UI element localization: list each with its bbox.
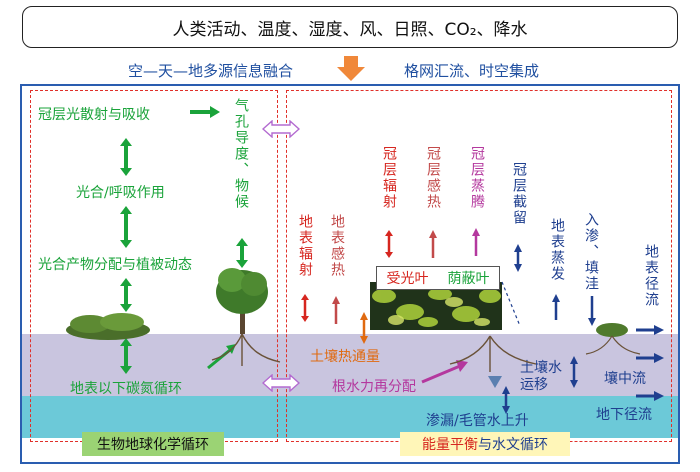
surface-evaporation-label: 地表蒸发 xyxy=(549,218,565,282)
canopy-radiation-label: 冠层辐射 xyxy=(381,146,397,210)
groundwater-layer xyxy=(22,396,678,438)
leaf-type-box: 受光叶 荫蔽叶 xyxy=(376,266,500,290)
sunlit-leaf-label: 受光叶 xyxy=(386,271,429,287)
exchange-arrow-top-icon xyxy=(262,120,300,138)
fusion-label: 空—天—地多源信息融合 xyxy=(128,62,294,80)
photosynthesis-label: 光合/呼吸作用 xyxy=(76,185,165,201)
groundwater-runoff-label: 地下径流 xyxy=(596,407,652,423)
canopy-transpiration-label: 冠层蒸腾 xyxy=(469,146,485,210)
energy-balance-label: 能量平衡 xyxy=(422,437,478,453)
canopy-interception-label: 冠层截留 xyxy=(511,162,527,226)
soil-layer xyxy=(22,334,678,396)
surface-radiation-label: 地表辐射 xyxy=(297,214,313,278)
biogeochemical-arrows xyxy=(66,106,281,374)
climate-drivers-box: 人类活动、温度、湿度、风、日照、CO₂、降水 xyxy=(22,6,678,48)
canopy-leaf-photo xyxy=(370,282,502,330)
interflow-label: 壤中流 xyxy=(604,371,646,387)
water-cycle-label: 与水文循环 xyxy=(478,437,548,453)
stomata-label: 气孔导度、物候 xyxy=(233,98,249,210)
integration-label: 格网汇流、时空集成 xyxy=(404,62,540,80)
carbon-nitrogen-label: 地表以下碳氮循环 xyxy=(70,381,182,397)
soil-heat-label: 土壤热通量 xyxy=(310,349,380,365)
biogeochemical-legend: 生物地球化学循环 xyxy=(82,432,224,456)
orange-down-arrow-icon xyxy=(337,56,365,81)
surface-runoff-label: 地表径流 xyxy=(643,244,659,308)
shaded-leaf-label: 荫蔽叶 xyxy=(447,271,490,287)
diagram-frame xyxy=(20,84,680,464)
energy-water-legend: 能量平衡与水文循环 xyxy=(400,432,570,456)
allocation-label: 光合产物分配与植被动态 xyxy=(38,257,192,273)
canopy-scatter-label: 冠层光散射与吸收 xyxy=(38,107,150,123)
soil-water-label: 土壤水运移 xyxy=(520,360,562,393)
root-water-label: 根水力再分配 xyxy=(332,379,416,395)
percolation-label: 渗漏/毛管水上升 xyxy=(426,413,529,429)
climate-drivers-text: 人类活动、温度、湿度、风、日照、CO₂、降水 xyxy=(172,19,528,40)
energy-water-arrows xyxy=(301,228,664,414)
canopy-sensible-label: 冠层感热 xyxy=(425,146,441,210)
exchange-arrow-bottom-icon xyxy=(262,374,300,392)
surface-sensible-label: 地表感热 xyxy=(329,214,345,278)
infiltration-label: 入渗、填洼 xyxy=(583,212,599,292)
